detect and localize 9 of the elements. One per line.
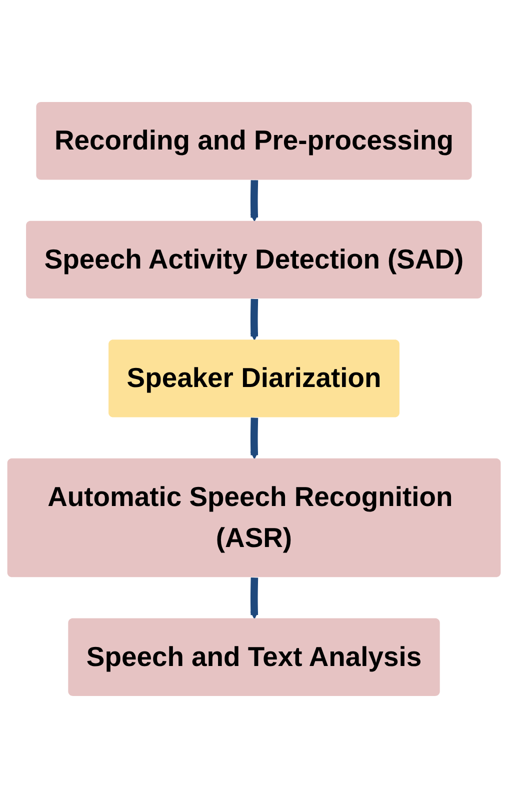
node-box: Speaker Diarization xyxy=(108,340,400,418)
node-box: Speech and Text Analysis xyxy=(68,618,440,696)
node-box: Speech Activity Detection (SAD) xyxy=(26,220,482,298)
arrow xyxy=(250,577,258,620)
arrow xyxy=(250,180,258,222)
node-box: Automatic Speech Recognition (ASR) xyxy=(7,458,501,578)
arrow xyxy=(250,417,258,460)
arrow xyxy=(250,298,258,340)
node-box: Recording and Pre-processing xyxy=(36,102,472,180)
